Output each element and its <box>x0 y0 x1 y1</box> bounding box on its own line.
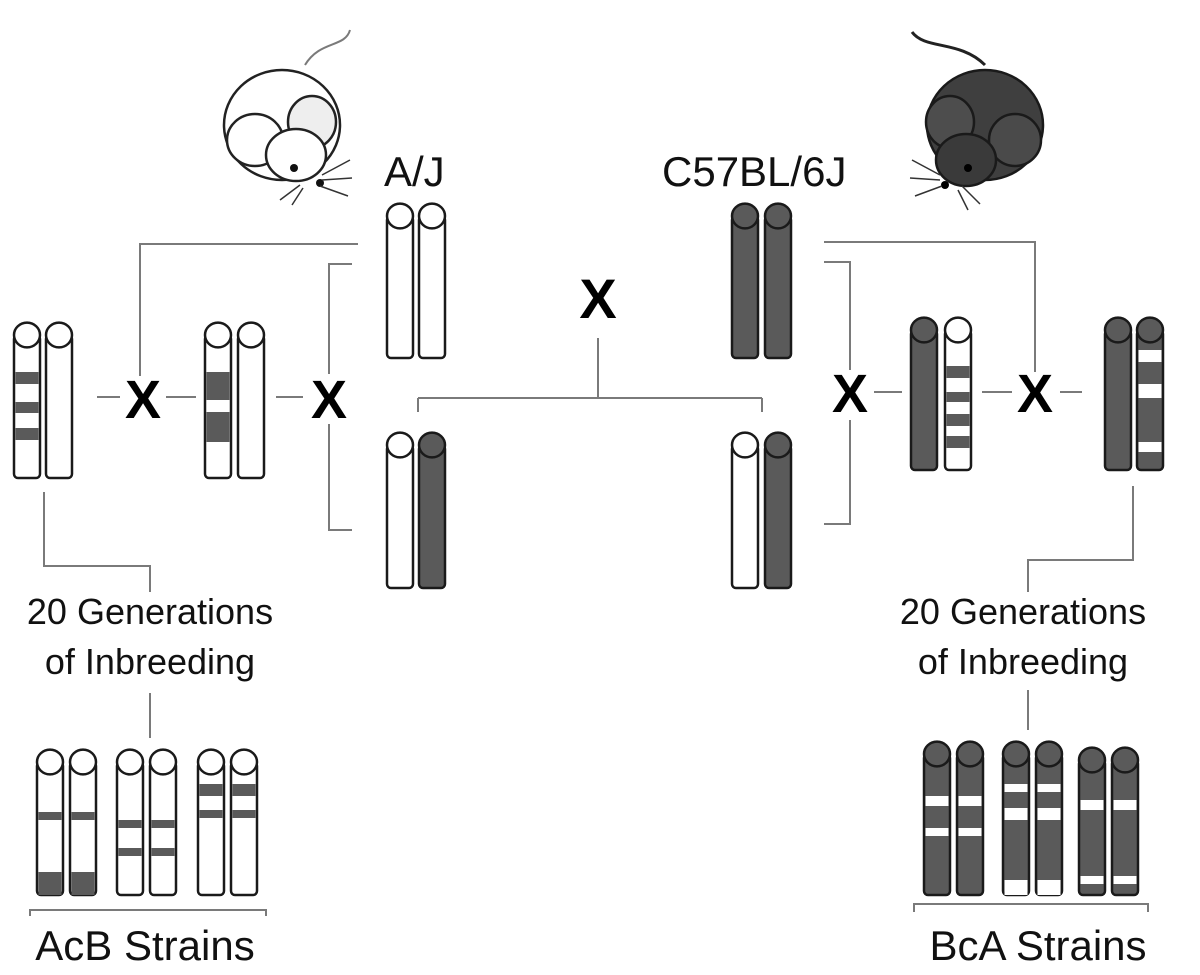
chromosome-aj-1 <box>385 202 415 360</box>
cross-symbol-left-outer: X <box>125 370 161 430</box>
chromosome-bca-1 <box>922 740 952 897</box>
chromosome-aj-2 <box>417 202 447 360</box>
inbreeding-label-right-line2: of Inbreeding <box>918 641 1128 682</box>
inbreeding-label-right-line1: 20 Generations <box>900 591 1146 632</box>
chromosome-bc-left-a1 <box>12 321 42 480</box>
inbreeding-label-left-line2: of Inbreeding <box>45 641 255 682</box>
chromosome-bca-3 <box>1001 740 1031 897</box>
chromosome-bc-right-a2 <box>943 316 973 472</box>
outcome-label-acb: AcB Strains <box>35 922 254 969</box>
connector-lines <box>29 241 1149 916</box>
chromosome-acb-6 <box>229 748 259 897</box>
chromosome-bca-4 <box>1034 740 1064 897</box>
chromosome-f1-left-1 <box>385 431 415 590</box>
chromosome-bc-right-b1 <box>1103 316 1133 472</box>
strain-label-c57bl6j: C57BL/6J <box>662 148 846 195</box>
black-mouse-icon <box>909 31 1045 211</box>
cross-symbol-center: X <box>579 267 616 330</box>
chromosome-f1-right-1 <box>730 431 760 590</box>
chromosome-bc-right-b2 <box>1135 316 1165 472</box>
chromosome-f1-left-2 <box>417 431 447 590</box>
chromosome-acb-1 <box>35 748 65 897</box>
chromosome-bca-2 <box>955 740 985 897</box>
chromosome-bc-left-a2 <box>44 321 74 480</box>
outcome-label-bca: BcA Strains <box>929 922 1146 969</box>
chromosome-acb-5 <box>196 748 226 897</box>
strain-label-aj: A/J <box>384 148 445 195</box>
chromosome-acb-2 <box>68 748 98 897</box>
chromosome-c57-2 <box>763 202 793 360</box>
chromosome-bc-left-b1 <box>203 321 233 480</box>
cross-symbol-right-outer: X <box>1017 364 1053 424</box>
inbreeding-label-left-line1: 20 Generations <box>27 591 273 632</box>
white-mouse-icon <box>222 29 353 206</box>
chromosome-bc-right-a1 <box>909 316 939 472</box>
chromosome-bca-6 <box>1110 746 1140 897</box>
chromosome-bca-5 <box>1077 746 1107 897</box>
cross-symbol-left-inner: X <box>311 370 347 430</box>
chromosome-acb-4 <box>148 748 178 897</box>
cross-symbol-right-inner: X <box>832 364 868 424</box>
chromosome-bc-left-b2 <box>236 321 266 480</box>
chromosome-c57-1 <box>730 202 760 360</box>
chromosome-f1-right-2 <box>763 431 793 590</box>
chromosome-acb-3 <box>115 748 145 897</box>
chromosomes <box>12 202 1165 897</box>
